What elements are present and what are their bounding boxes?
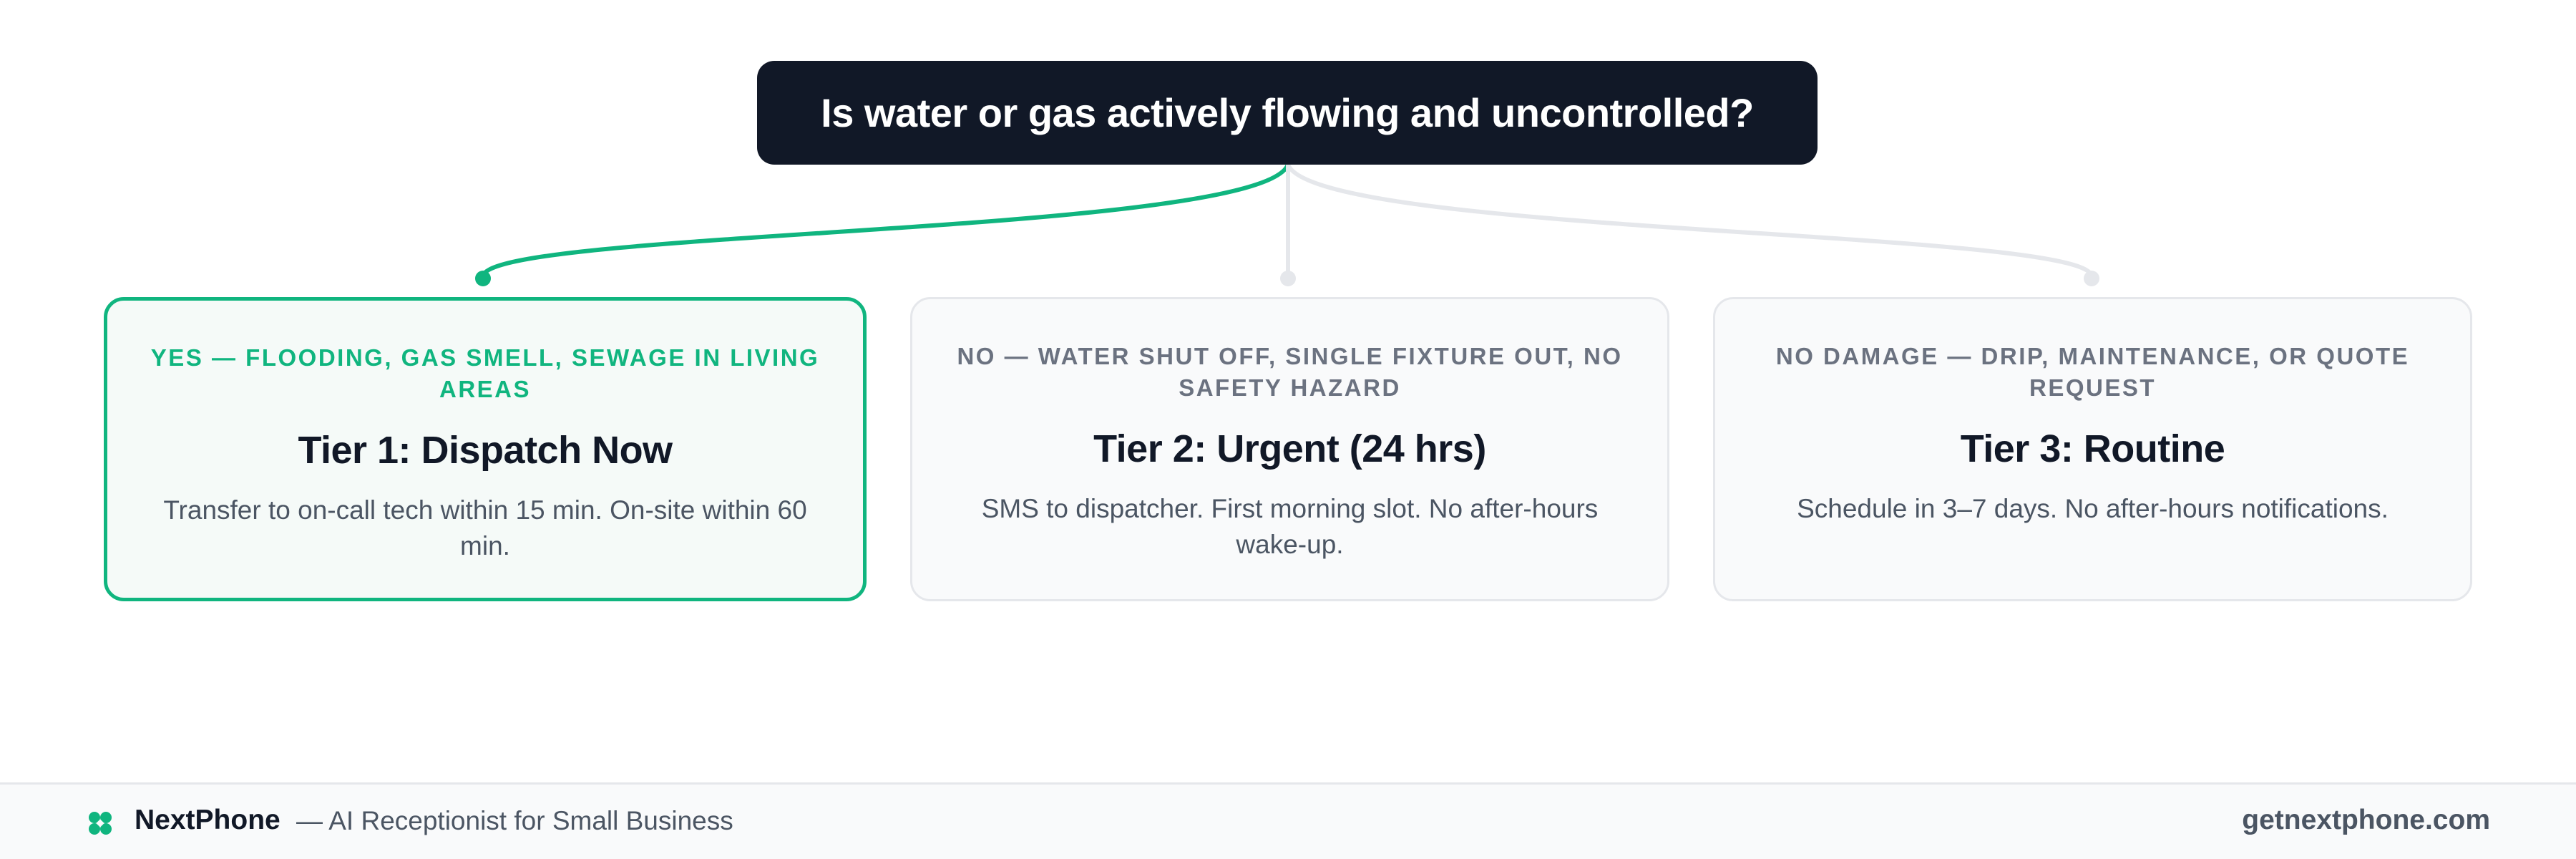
- decision-question-text: Is water or gas actively flowing and unc…: [821, 90, 1754, 135]
- connector-tier-1: [481, 163, 1290, 278]
- brand-tagline: — AI Receptionist for Small Business: [296, 806, 733, 835]
- tier-2-condition: NO — WATER SHUT OFF, SINGLE FIXTURE OUT,…: [957, 343, 1623, 401]
- website-link[interactable]: getnextphone.com: [2242, 805, 2490, 835]
- connector-tier-3: [1286, 163, 2094, 278]
- brand-name: NextPhone: [135, 805, 280, 835]
- tier-2-card: NO — WATER SHUT OFF, SINGLE FIXTURE OUT,…: [910, 297, 1669, 601]
- footer: NextPhone — AI Receptionist for Small Bu…: [0, 782, 2576, 859]
- tier-3-card: NO DAMAGE — DRIP, MAINTENANCE, OR QUOTE …: [1713, 297, 2472, 601]
- connector-dot-tier-2: [1280, 271, 1296, 286]
- tier-3-description: Schedule in 3–7 days. No after-hours not…: [1797, 494, 2389, 523]
- tier-1-description: Transfer to on-call tech within 15 min. …: [163, 495, 807, 560]
- tier-2-title: Tier 2: Urgent (24 hrs): [1093, 427, 1486, 470]
- tier-1-condition: YES — FLOODING, GAS SMELL, SEWAGE IN LIV…: [150, 344, 820, 402]
- decision-question: Is water or gas actively flowing and unc…: [757, 61, 1818, 165]
- tier-1-title: Tier 1: Dispatch Now: [298, 429, 673, 472]
- clover-icon: [89, 812, 112, 835]
- connector-dot-tier-1: [475, 271, 491, 286]
- tier-3-title: Tier 3: Routine: [1960, 427, 2225, 470]
- tier-2-description: SMS to dispatcher. First morning slot. N…: [981, 494, 1599, 559]
- tier-3-condition: NO DAMAGE — DRIP, MAINTENANCE, OR QUOTE …: [1775, 343, 2410, 401]
- tier-1-card: YES — FLOODING, GAS SMELL, SEWAGE IN LIV…: [104, 297, 867, 601]
- connector-dot-tier-3: [2084, 271, 2099, 286]
